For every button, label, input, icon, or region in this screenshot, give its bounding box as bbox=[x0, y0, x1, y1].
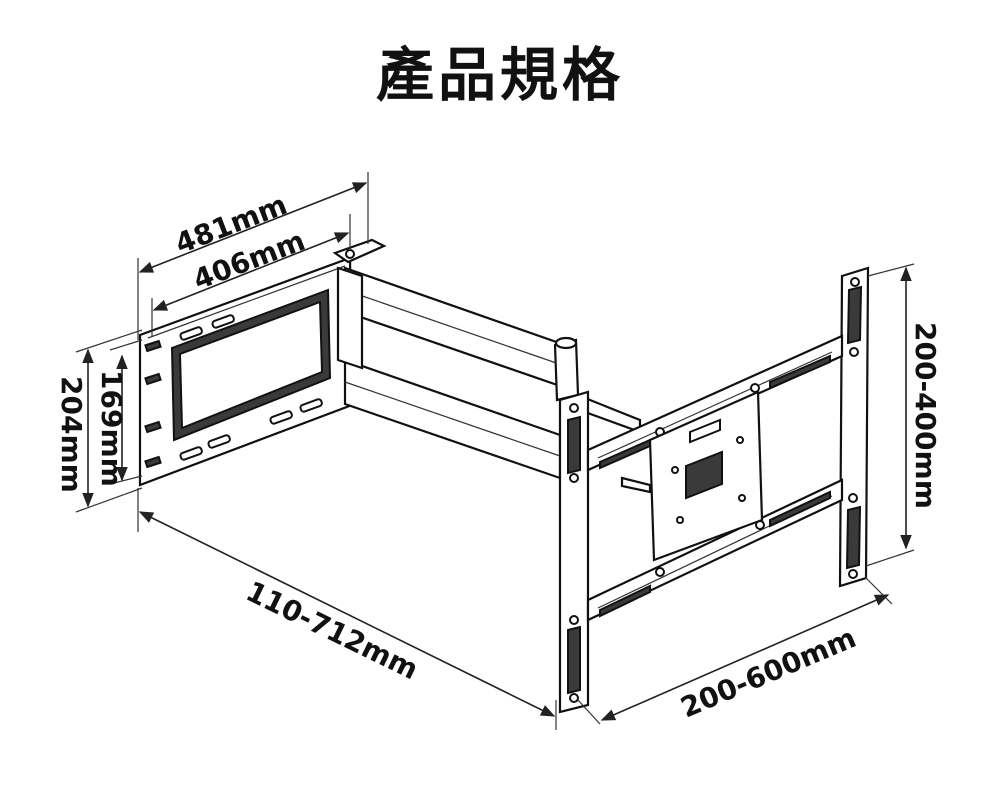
dim-204mm-label: 204mm bbox=[55, 376, 88, 493]
page-title: 產品規格 bbox=[375, 41, 624, 109]
dim-vesa-horizontal-label: 200-600mm bbox=[676, 621, 861, 724]
dimension-lines bbox=[75, 172, 915, 730]
wall-plate bbox=[138, 238, 387, 487]
dim-extension-label: 110-712mm bbox=[241, 575, 423, 687]
dim-vesa-vertical-label: 200-400mm bbox=[909, 322, 942, 509]
tv-bracket bbox=[558, 266, 870, 714]
dim-169mm-label: 169mm bbox=[95, 370, 128, 487]
